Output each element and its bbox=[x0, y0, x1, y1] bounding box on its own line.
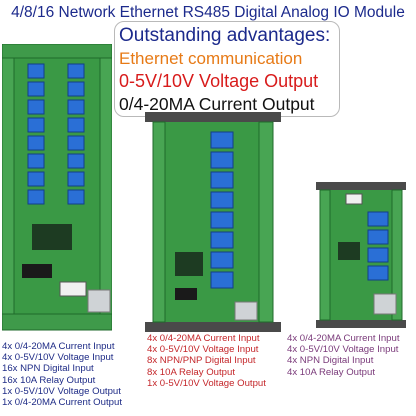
terminal-strip-right bbox=[99, 57, 112, 315]
controller-chip bbox=[32, 224, 72, 250]
spec-line: 4x 0-5V/10V Voltage Input bbox=[287, 344, 399, 356]
terminal-strip-top bbox=[2, 44, 112, 59]
ethernet-port bbox=[87, 289, 111, 313]
board-4ch bbox=[316, 182, 406, 328]
dip-switch bbox=[345, 193, 363, 205]
advantage-ethernet: Ethernet communication bbox=[119, 49, 303, 68]
spec-line: 1x 0/4-20MA Current Output bbox=[2, 397, 122, 409]
spec-line: 4x 0/4-20MA Current Input bbox=[147, 333, 260, 344]
controller-chip bbox=[338, 242, 360, 260]
board-8ch bbox=[145, 112, 281, 332]
relay-bank bbox=[210, 131, 234, 289]
chip bbox=[175, 288, 197, 300]
specs-16ch: 4x 0/4-20MA Current Input 4x 0-5V/10V Vo… bbox=[2, 341, 122, 408]
spec-line: 4x NPN Digital Input bbox=[287, 355, 374, 367]
pcb-body bbox=[2, 53, 112, 317]
relay-bank bbox=[27, 63, 85, 205]
spec-line: 8x 10A Relay Output bbox=[147, 366, 235, 378]
chip bbox=[22, 264, 52, 278]
ethernet-port bbox=[234, 301, 258, 321]
advantage-current-output: 0/4-20MA Current Output bbox=[119, 94, 315, 114]
specs-4ch: 4x 0/4-20MA Current Input 4x 0-5V/10V Vo… bbox=[287, 333, 400, 378]
spec-line: 1x 0-5V/10V Voltage Output bbox=[147, 377, 266, 389]
ethernet-port bbox=[373, 293, 397, 315]
advantages-box: Outstanding advantages: Ethernet communi… bbox=[114, 21, 340, 117]
controller-chip bbox=[175, 252, 203, 276]
advantages-heading: Outstanding advantages: bbox=[119, 25, 331, 46]
din-rail-top bbox=[316, 182, 406, 190]
terminal-strip-left bbox=[2, 57, 15, 315]
terminal-strip-right bbox=[258, 121, 274, 323]
specs-8ch: 4x 0/4-20MA Current Input 4x 0-5V/10V Vo… bbox=[147, 333, 266, 389]
spec-line: 4x 0/4-20MA Current Input bbox=[2, 341, 115, 352]
terminal-strip-left bbox=[319, 189, 331, 321]
terminal-strip-bottom bbox=[2, 313, 112, 331]
advantage-voltage-output: 0-5V/10V Voltage Output bbox=[119, 71, 319, 91]
terminal-strip-left bbox=[152, 121, 166, 323]
board-16ch bbox=[2, 44, 112, 331]
din-rail-bottom bbox=[316, 320, 406, 328]
spec-line: 4x 0/4-20MA Current Input bbox=[287, 333, 400, 344]
din-rail-top bbox=[145, 112, 281, 122]
spec-line: 8x NPN/PNP Digital Input bbox=[147, 355, 256, 367]
spec-line: 16x 10A Relay Output bbox=[2, 374, 96, 386]
relay-bank bbox=[367, 211, 389, 281]
spec-line: 4x 0-5V/10V Voltage Input bbox=[147, 344, 259, 356]
product-title: 4/8/16 Network Ethernet RS485 Digital An… bbox=[11, 4, 405, 21]
spec-line: 4x 0-5V/10V Voltage Input bbox=[2, 352, 114, 364]
dip-switch bbox=[59, 281, 87, 297]
spec-line: 4x 10A Relay Output bbox=[287, 366, 375, 378]
spec-line: 16x NPN Digital Input bbox=[2, 363, 94, 375]
din-rail-bottom bbox=[145, 322, 281, 332]
terminal-strip-right bbox=[391, 189, 403, 321]
spec-line: 1x 0-5V/10V Voltage Output bbox=[2, 385, 121, 397]
